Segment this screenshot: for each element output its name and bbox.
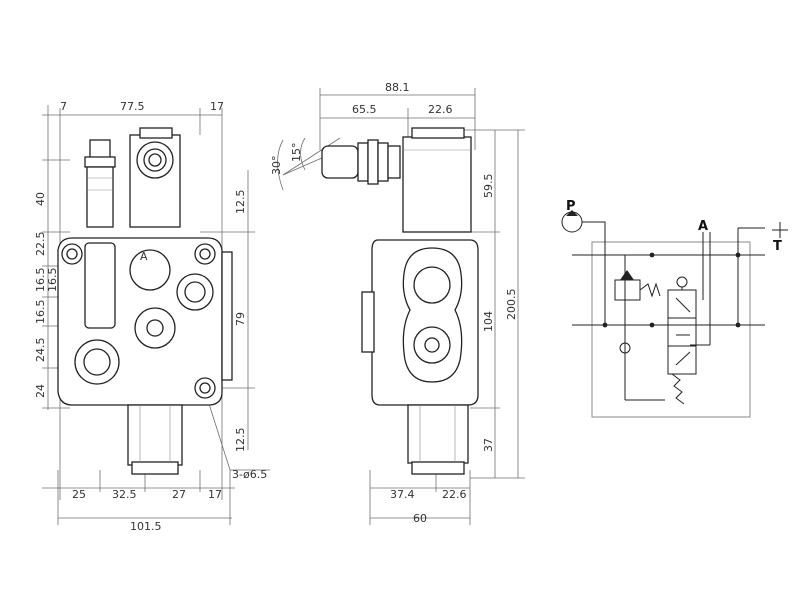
side-dimension-lines [277,88,525,525]
dim-overall-width: 88.1 [385,81,410,94]
port-a-label: A [698,219,708,234]
side-internal-ports [402,247,463,383]
dim-bottom-0: 25 [72,488,86,501]
dim-side-bottom-0: 37.4 [390,488,415,501]
dim-angle-outer: 30° [270,156,283,176]
dim-side-top-1: 22.6 [428,103,453,116]
dim-left-6: 24 [34,384,47,398]
front-port-label-a: A [140,250,148,263]
side-boss [221,251,233,381]
dim-left-4: 16.5 [34,300,47,325]
pump-arrow-icon [566,210,578,216]
dim-right-2: 12.5 [234,428,247,453]
dim-side-right-2: 37 [482,438,495,452]
side-lever-stub [321,139,401,185]
dim-bottom-1: 32.5 [112,488,137,501]
dim-total-depth: 60 [413,512,427,525]
dim-left-2: 16.5 [34,268,47,293]
dim-right-0: 12.5 [234,190,247,215]
side-port-boss [361,291,375,353]
dim-top-0: 7 [60,100,67,113]
dim-angle-inner: 15° [290,143,303,163]
port-p-label: P [566,199,576,214]
internal-ports [74,242,214,385]
check-valve-icon [619,342,631,354]
hole-callout: 3-ø6.5 [232,468,267,481]
side-upper-housing [402,127,472,233]
mounting-holes [61,243,216,399]
dim-top-1: 77.5 [120,100,145,113]
dim-left-3: 16.5 [46,268,59,293]
front-view: A 7 77.5 17 40 22.5 16.5 16.5 16.5 24.5 … [34,100,270,533]
upper-actuator [129,127,181,228]
lower-actuator [127,404,183,475]
side-view: 88.1 65.5 22.6 30° 15° 59.5 104 200.5 37… [270,81,525,525]
dim-left-0: 40 [34,192,47,206]
side-lower-housing [407,404,469,475]
dim-side-bottom-1: 22.6 [442,488,467,501]
junction-dots [602,252,741,328]
dim-bottom-3: 17 [208,488,222,501]
valve-envelope [591,241,751,418]
dim-overall-height: 200.5 [505,289,518,321]
side-body-outline [371,239,479,406]
front-body-outline [57,237,223,406]
dim-left-1: 22.5 [34,232,47,257]
front-dimension-lines [42,105,270,525]
relief-valve-symbol [614,270,661,301]
hydraulic-schematic: P A T [561,199,788,418]
dim-bottom-2: 27 [172,488,186,501]
relief-cartridge [84,139,116,228]
dim-right-1: 79 [234,312,247,326]
dim-side-top-0: 65.5 [352,103,377,116]
dim-total-width: 101.5 [130,520,162,533]
dim-side-right-0: 59.5 [482,174,495,199]
dim-left-5: 24.5 [34,338,47,363]
dim-side-right-1: 104 [482,311,495,332]
port-t-label: T [773,239,782,254]
dim-top-2: 17 [210,100,224,113]
directional-valve-symbol [667,276,697,405]
